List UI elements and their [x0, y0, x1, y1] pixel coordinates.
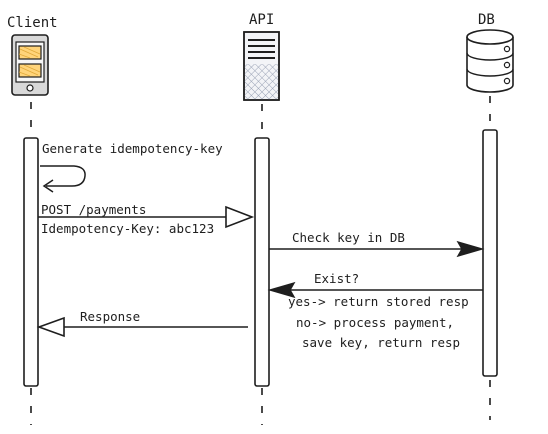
server-icon: [243, 31, 280, 101]
self-message-arrowhead: [42, 179, 54, 193]
participant-db-label: DB: [478, 12, 495, 28]
post-request-arrowhead: [225, 205, 255, 229]
exist-label: Exist?: [314, 271, 359, 286]
participant-client-label: Client: [7, 15, 58, 31]
exist-arrowhead: [267, 281, 296, 299]
client-activation-bar: [23, 137, 39, 387]
participant-api-label: API: [249, 12, 274, 28]
api-activation-bar: [254, 137, 270, 387]
db-activation-bar: [482, 129, 498, 377]
check-key-label: Check key in DB: [292, 230, 405, 245]
post-request-label: POST /payments: [41, 202, 146, 217]
response-label: Response: [80, 309, 140, 324]
result-line-3: save key, return resp: [302, 335, 460, 350]
result-line-1: yes-> return stored resp: [288, 294, 469, 309]
self-message-arrow: [40, 165, 86, 187]
response-arrowhead: [36, 316, 65, 338]
mobile-phone-icon: [11, 34, 49, 96]
generate-key-label: Generate idempotency-key: [42, 141, 223, 156]
check-key-arrowhead: [456, 240, 485, 258]
database-icon: [466, 29, 514, 93]
idempotency-key-header-label: Idempotency-Key: abc123: [41, 221, 214, 236]
result-line-2: no-> process payment,: [296, 315, 454, 330]
